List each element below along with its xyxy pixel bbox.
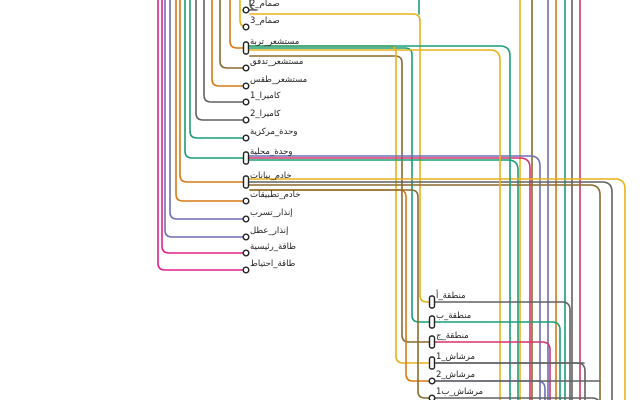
node-label-fault: إنذار_عطل [250, 226, 288, 236]
feeder-line-flow [219, 0, 244, 69]
node-leak-dot[interactable] [242, 215, 250, 223]
fan-zone-zoneA [434, 301, 571, 400]
node-label-flow: مستشعر_تدفق [250, 57, 303, 67]
node-label-dataserver: خادم_بيانات [250, 171, 292, 181]
node-label-spr1: مرشاش_1 [436, 352, 475, 362]
fan-local-1 [248, 155, 541, 400]
node-label-zoneB: منطقة_ب [436, 311, 471, 321]
node-mainpower-dot[interactable] [242, 249, 250, 257]
feeder-line-dataserver [179, 0, 244, 183]
node-central-dot[interactable] [242, 134, 250, 142]
feeder-line-appserver [175, 0, 244, 202]
feeder-line-leak [169, 0, 244, 220]
feeder-line-weather [211, 0, 244, 87]
node-weather-dot[interactable] [242, 82, 250, 90]
feeder-line-backup [157, 0, 244, 271]
trunk-line-sprB1 [249, 189, 430, 399]
node-spr1-handle[interactable] [428, 356, 436, 370]
fan-zone-sprB1 [434, 397, 601, 400]
node-label-valve3: صمام_3 [250, 16, 280, 26]
node-zoneC-handle[interactable] [428, 335, 436, 349]
node-label-spr2: مرشاش_2 [436, 370, 475, 380]
node-fault-dot[interactable] [242, 233, 250, 241]
node-zoneA-handle[interactable] [428, 295, 436, 309]
feeder-line-central [189, 0, 244, 139]
nodes-layer: صمام_2 صمام_3 مستشعر_تربة مستشعر_تدفق مستشعر… [242, 0, 483, 400]
feeder-line-fault [164, 0, 244, 238]
node-label-cam1: كاميرا_1 [250, 91, 281, 101]
feeder-line-soil [229, 0, 244, 49]
feeder-line-valve2 [242, 0, 258, 11]
node-zoneB-handle[interactable] [428, 315, 436, 329]
node-backup-dot[interactable] [242, 266, 250, 274]
node-valve3-dot[interactable] [242, 23, 250, 31]
node-soil-handle[interactable] [242, 41, 250, 55]
feeder-line-mainpower [161, 0, 244, 254]
feeder-line-cam1 [203, 0, 244, 103]
feeder-line-valve3 [239, 0, 248, 28]
node-dataserver-handle[interactable] [242, 175, 250, 189]
fan-local-3 [248, 159, 519, 400]
node-label-appserver: خادم_تطبيقات [250, 190, 301, 200]
fan-local-2 [248, 157, 531, 400]
fan-data-2 [248, 181, 613, 400]
wires-layer [157, 0, 626, 400]
feeder-line-cam2 [195, 0, 244, 121]
fan-zone-zoneB [434, 321, 561, 400]
node-label-mainpower: طاقة_رئيسية [250, 242, 296, 252]
fan-zone-zoneC [434, 341, 551, 400]
node-valve2-dot[interactable] [242, 6, 250, 14]
fan-soil-2 [248, 49, 501, 400]
node-appserver-dot[interactable] [242, 197, 250, 205]
node-label-local: وحدة_محلية [250, 147, 293, 157]
fan-data-3 [248, 184, 601, 400]
node-local-handle[interactable] [242, 151, 250, 165]
node-flow-dot[interactable] [242, 64, 250, 72]
node-label-central: وحدة_مركزية [250, 127, 297, 137]
node-label-sprB1: مرشاش_ب1 [436, 387, 483, 397]
node-cam2-dot[interactable] [242, 116, 250, 124]
node-sprB1-dot[interactable] [428, 394, 436, 400]
node-spr2-dot[interactable] [428, 377, 436, 385]
node-label-leak: إنذار_تسرب [250, 208, 293, 218]
node-label-soil: مستشعر_تربة [250, 37, 299, 47]
node-label-backup: طاقة_احتياط [250, 259, 296, 269]
fan-soil-1 [248, 45, 511, 400]
fan-data-1 [248, 178, 626, 400]
feeder-line-local [184, 0, 244, 159]
node-label-cam2: كاميرا_2 [250, 109, 281, 119]
node-label-valve2: صمام_2 [250, 0, 280, 9]
node-label-zoneC: منطقة_ج [436, 331, 469, 341]
node-label-weather: مستشعر_طقس [250, 75, 307, 85]
node-label-zoneA: منطقة_أ [436, 289, 466, 301]
node-cam1-dot[interactable] [242, 98, 250, 106]
